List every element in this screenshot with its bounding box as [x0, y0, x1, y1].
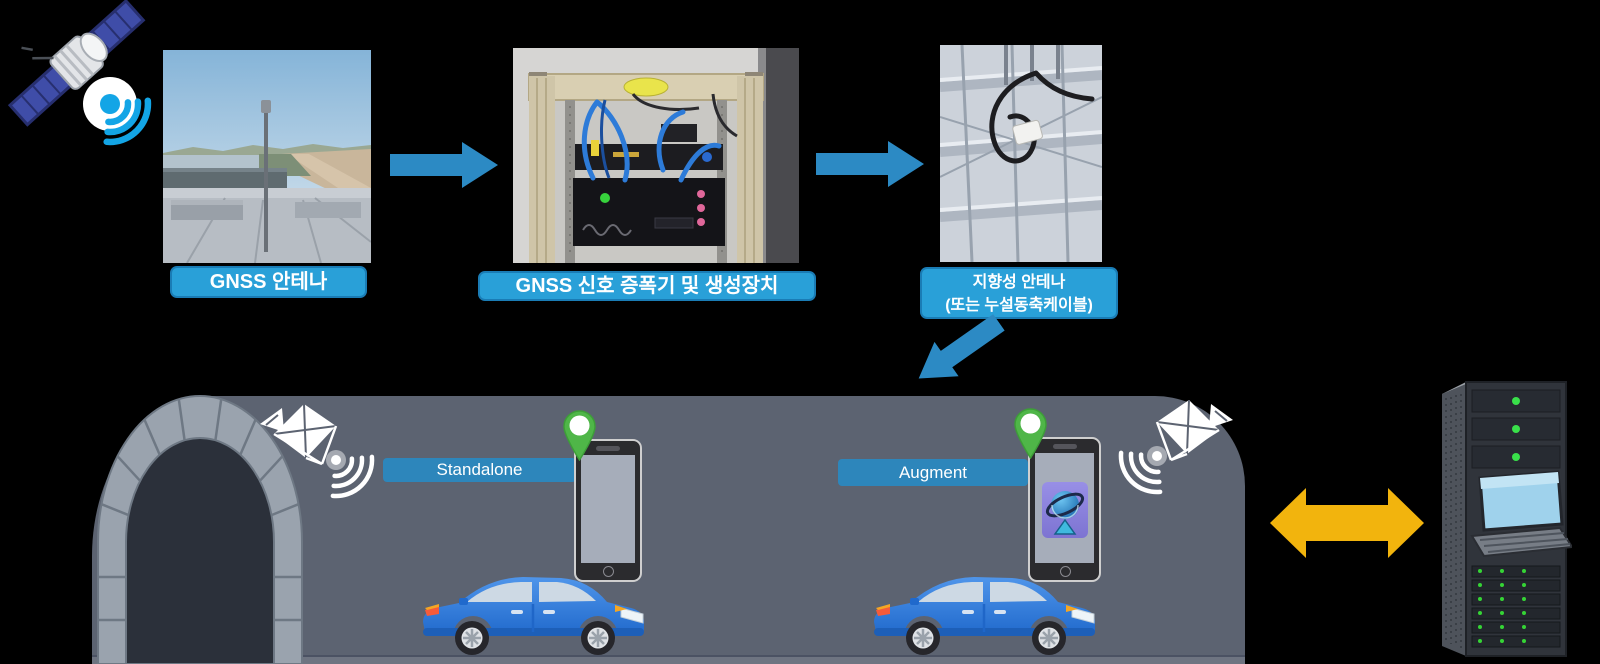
- signal-waves-icon: [1118, 450, 1163, 495]
- smartphone-augment: [1028, 437, 1101, 582]
- label-directional-antenna-line2: (또는 누설동축케이블): [945, 297, 1093, 314]
- amplifier-unit-bottom: [573, 178, 725, 246]
- label-signal-amplifier: GNSS 신호 증폭기 및 생성장치: [478, 271, 816, 301]
- signal-waves-icon: [103, 97, 152, 146]
- tunnel-road: [92, 655, 1245, 664]
- phone-speaker: [596, 446, 620, 451]
- flow-arrow-1-icon: [390, 140, 500, 190]
- phone-screen-app: [1035, 453, 1094, 563]
- photo-gnss-antenna: [163, 50, 371, 263]
- photo-directional-antenna: [940, 45, 1102, 262]
- phone-screen-blank: [581, 455, 635, 563]
- dish-antenna-left-icon: [258, 400, 393, 505]
- directional-antenna-unit: [1012, 119, 1043, 145]
- bidirectional-arrow-icon: [1268, 485, 1426, 561]
- location-pin-augment-icon: [1012, 407, 1049, 460]
- dish-antenna-right-icon: [1100, 396, 1235, 501]
- amplifier-unit-top: [575, 144, 723, 170]
- label-directional-antenna: 지향성 안테나 (또는 누설동축케이블): [920, 267, 1118, 319]
- standalone-label-text: Standalone: [436, 460, 523, 479]
- satellite-icon: [6, 0, 166, 152]
- phone-home-button: [1059, 566, 1071, 577]
- smartphone-standalone: [574, 439, 642, 582]
- blue-cables: [581, 99, 722, 183]
- standalone-label: Standalone: [383, 458, 576, 482]
- server-rack-icon: [1432, 378, 1574, 663]
- gnss-app-icon: [1041, 482, 1088, 538]
- car-augment-icon: [866, 566, 1101, 661]
- flow-arrow-down-icon: [904, 303, 1012, 398]
- tunnel-arch-icon: [92, 392, 312, 664]
- label-gnss-antenna: GNSS 안테나: [170, 266, 367, 298]
- label-directional-antenna-line1: 지향성 안테나: [972, 274, 1066, 291]
- car-standalone-icon: [415, 566, 650, 661]
- antenna-pole: [264, 110, 268, 252]
- label-signal-amplifier-text: GNSS 신호 증폭기 및 생성장치: [515, 275, 779, 297]
- augment-label-text: Augment: [898, 463, 968, 482]
- signal-waves-icon: [330, 454, 375, 499]
- photo-signal-amplifier: [513, 48, 799, 263]
- location-pin-standalone-icon: [561, 409, 598, 462]
- phone-home-button: [603, 566, 614, 577]
- phone-speaker: [1052, 444, 1077, 449]
- flow-arrow-2-icon: [816, 139, 926, 189]
- label-gnss-antenna-text: GNSS 안테나: [209, 271, 328, 293]
- augment-label: Augment: [838, 459, 1028, 486]
